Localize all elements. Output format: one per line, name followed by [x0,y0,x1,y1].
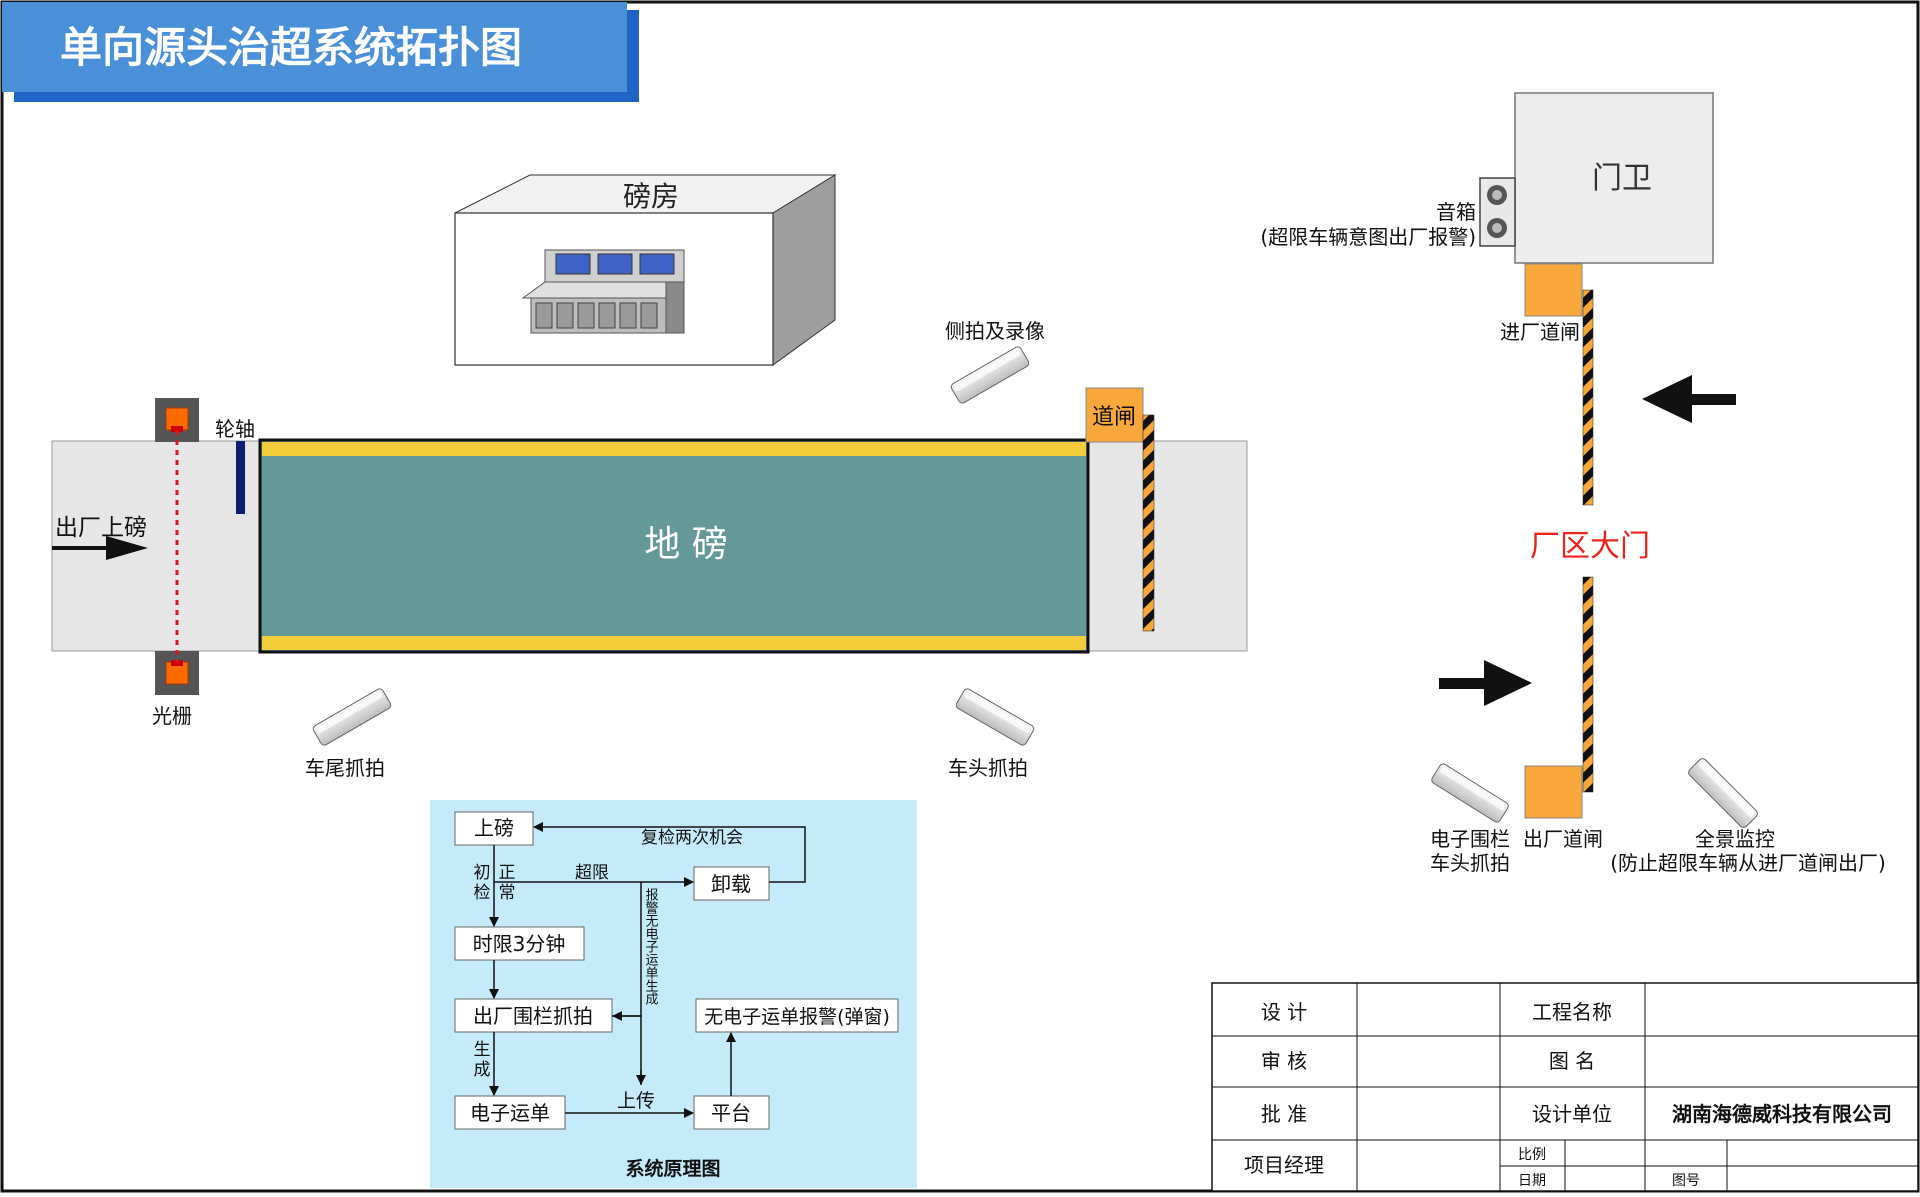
entry-arrowhead [106,536,148,560]
side-camera-icon [950,346,1030,404]
grating-label: 光栅 [152,704,192,728]
node-on-scale [454,811,534,846]
scale-gate-arm [1142,414,1155,632]
node-no-waybill-alarm-text: 无电子运单报警(弹窗) [704,1006,890,1028]
side-camera-label: 侧拍及录像 [945,319,1045,343]
flow-panel [430,800,917,1188]
panorama-label: 全景监控 [1695,827,1775,851]
node-fence-capture-text: 出厂围栏抓拍 [473,1004,593,1028]
system-principle-diagram: 上磅 卸载 时限3分钟 出厂围栏抓拍 无电子运单报警(弹窗) 电子运单 平台 复… [430,800,917,1188]
label-normal-2: 常 [499,883,516,903]
outbound-arrowhead [1484,660,1532,706]
label-overlimit: 超限 [575,863,609,883]
tb-date: 日期 [1518,1173,1546,1189]
node-fence-capture [454,998,613,1033]
tb-company: 湖南海德威科技有限公司 [1672,1102,1892,1126]
label-initial-2: 检 [474,883,491,903]
speaker-note: (超限车辆意图出厂报警) [1260,225,1476,249]
weighbridge-label: 地 磅 [644,524,727,565]
tb-approve: 批 准 [1261,1102,1307,1126]
plant-exit-gate-arm [1582,576,1594,793]
axle-sensor [236,441,245,514]
node-no-waybill-alarm [695,998,899,1033]
weighroom: 磅房 [454,174,837,366]
label-generate-1: 生 [474,1040,491,1060]
panorama-note: (防止超限车辆从进厂道闸出厂) [1610,851,1886,875]
outbound-arrow [1439,678,1495,689]
tb-design-unit: 设计单位 [1532,1102,1612,1126]
plant-gate-title: 厂区大门 [1530,529,1650,564]
scale-gate-label: 道闸 [1092,405,1136,430]
grating-top [155,398,199,442]
speaker-label: 音箱 [1436,200,1476,224]
panorama-camera-icon [1688,758,1758,828]
rear-camera-icon [312,688,392,746]
entry-label: 出厂上磅 [55,515,147,541]
speaker-icon [1479,177,1516,247]
label-normal-1: 正 [499,863,516,883]
label-upload: 上传 [617,1090,655,1112]
front-camera-icon [955,688,1035,746]
tb-design: 设 计 [1261,1000,1307,1024]
tb-pm: 项目经理 [1244,1153,1324,1177]
page-title: 单向源头治超系统拓扑图 [60,23,522,72]
scale-barrier-gate: 道闸 [1085,387,1155,632]
label-alarm-vertical: 报警无电子运单生成 [643,888,659,1006]
entry-gate-label: 进厂道闸 [1500,320,1580,344]
rear-camera-label: 车尾抓拍 [305,756,385,780]
tb-scale: 比例 [1518,1147,1546,1163]
flow-caption: 系统原理图 [625,1157,720,1180]
grating-bottom [155,651,199,695]
node-on-scale-text: 上磅 [474,816,514,840]
front-camera-label: 车头抓拍 [948,756,1028,780]
tb-drawing-name: 图 名 [1549,1049,1595,1073]
tb-review: 审 核 [1261,1049,1307,1073]
guard-label: 门卫 [1592,161,1652,196]
axle-label: 轮轴 [215,417,255,441]
node-time-limit-text: 时限3分钟 [473,932,566,956]
title-block: 设 计 审 核 批 准 项目经理 工程名称 图 名 设计单位 湖南海德威科技有限… [1211,982,1919,1192]
exit-gate-label: 出厂道闸 [1523,827,1603,851]
fence-camera-label-2: 车头抓拍 [1430,851,1510,875]
weighbridge: 地 磅 [258,438,1090,654]
inbound-arrow [1680,394,1736,405]
fence-camera-label-1: 电子围栏 [1430,827,1510,851]
control-console-icon [521,249,686,334]
fence-camera-icon [1431,763,1509,823]
node-waybill-text: 电子运单 [470,1101,550,1125]
tb-project-name: 工程名称 [1532,1000,1612,1024]
tb-drawing-no: 图号 [1672,1173,1700,1189]
label-recheck: 复检两次机会 [641,828,743,848]
label-initial-1: 初 [474,863,491,883]
guard-house: 门卫 [1514,92,1714,264]
plant-entry-gate-arm [1582,289,1594,506]
node-platform-text: 平台 [711,1101,751,1125]
weighroom-label: 磅房 [623,180,679,213]
plant-entry-gate [1524,263,1594,506]
plant-exit-gate [1524,576,1594,819]
inbound-arrowhead [1642,375,1692,423]
label-generate-2: 成 [474,1060,491,1080]
node-time-limit [454,926,585,961]
node-unload [693,866,770,901]
node-unload-text: 卸载 [711,872,751,896]
header-banner: 单向源头治超系统拓扑图 [2,2,639,102]
